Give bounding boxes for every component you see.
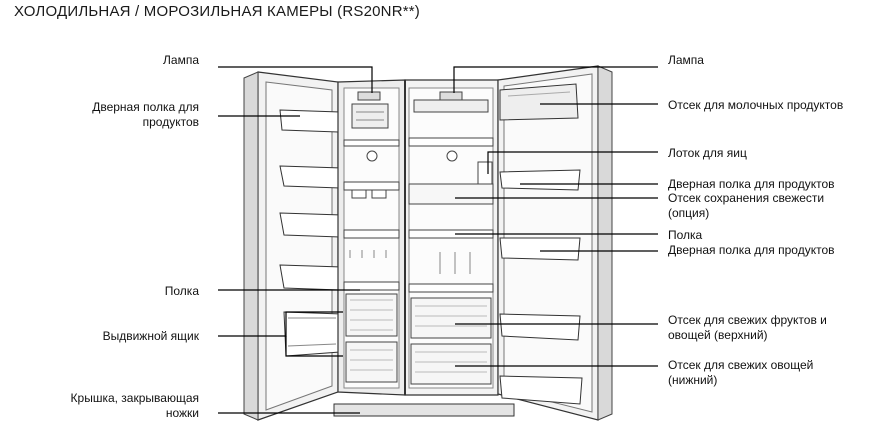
page-title: ХОЛОДИЛЬНАЯ / МОРОЗИЛЬНАЯ КАМЕРЫ (RS20NR… — [14, 3, 421, 20]
fridge-door — [497, 65, 613, 421]
label-dairy: Отсек для молочных продуктов — [668, 98, 844, 112]
veg-drawer-shape — [410, 343, 492, 385]
label-lamp-right: Лампа — [668, 53, 704, 67]
label-egg-tray: Лоток для яиц — [668, 146, 747, 160]
label-freshness: Отсек сохранения свежести (опция) — [668, 191, 825, 220]
label-shelf-left: Полка — [164, 284, 199, 298]
leader-egg-tray — [487, 151, 658, 174]
label-drawer-left: Выдвижной ящик — [102, 329, 199, 343]
leader-drawer-left-2 — [285, 336, 343, 357]
egg-tray-shape — [477, 161, 493, 185]
label-door-shelf-right-2: Дверная полка для продуктов — [668, 243, 835, 257]
fridge-compartment — [408, 91, 494, 385]
freshness-box — [408, 183, 494, 205]
label-shelf-right: Полка — [668, 228, 703, 242]
leader-lamp-right — [453, 66, 658, 93]
leader-lamp-left — [218, 66, 373, 93]
fruit-drawer-shape — [410, 297, 492, 339]
freezer-door — [243, 71, 343, 421]
freezer-lamp — [357, 91, 381, 101]
label-fruit-veg: Отсек для свежих фруктов и овощей (верхн… — [668, 313, 827, 342]
label-door-shelf-left: Дверная полка для продуктов — [92, 100, 199, 129]
label-veg: Отсек для свежих овощей (нижний) — [668, 358, 814, 387]
leader-lines — [218, 66, 658, 414]
label-leg-cover: Крышка, закрывающая ножки — [70, 391, 199, 420]
label-lamp-left: Лампа — [163, 53, 199, 67]
label-door-shelf-right-1: Дверная полка для продуктов — [668, 177, 835, 191]
leg-cover-shape — [333, 403, 515, 417]
fridge-lamp — [439, 91, 463, 101]
freezer-compartment — [343, 91, 400, 383]
leader-drawer-left-1 — [218, 311, 343, 337]
fridge-door-shelves — [499, 83, 583, 405]
